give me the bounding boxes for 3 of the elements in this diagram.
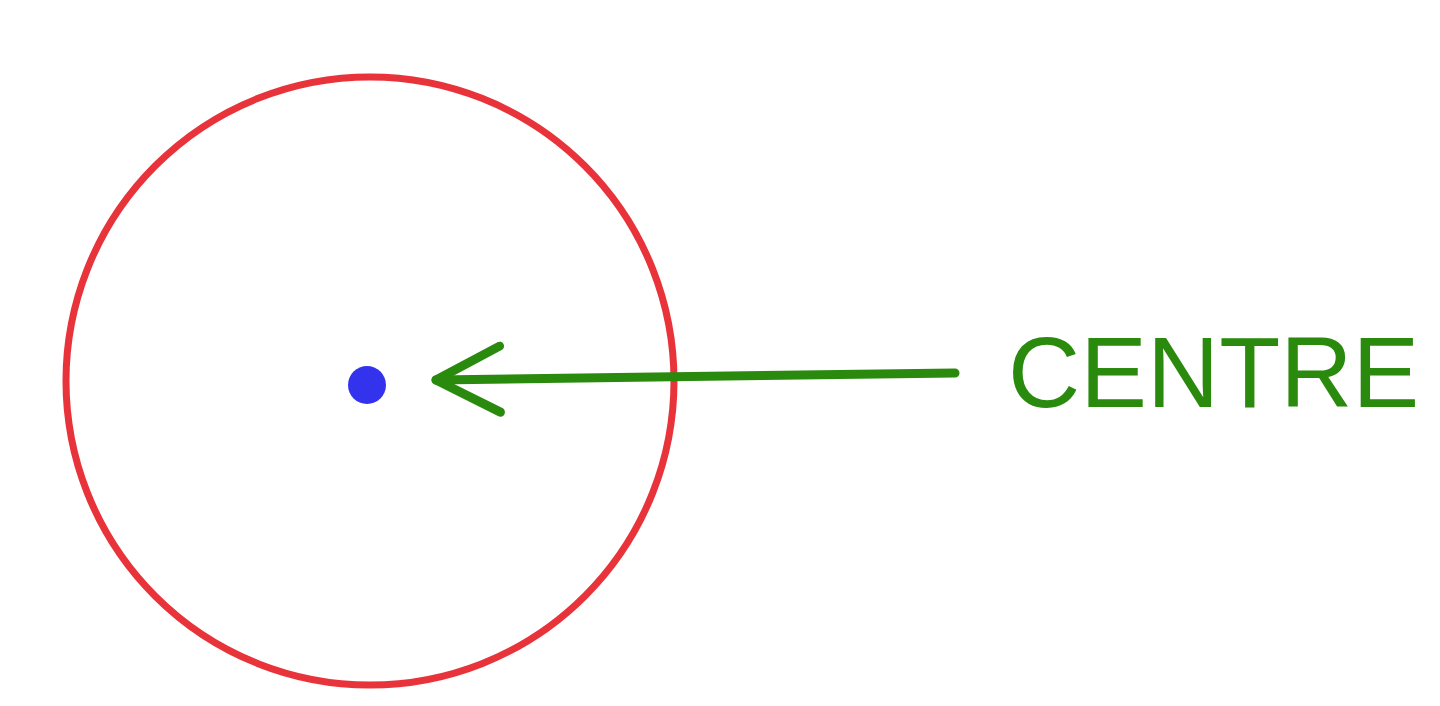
leader-arrow	[431, 341, 960, 417]
centre-label: CENTRE	[1008, 322, 1420, 422]
centre-dot	[348, 366, 386, 404]
